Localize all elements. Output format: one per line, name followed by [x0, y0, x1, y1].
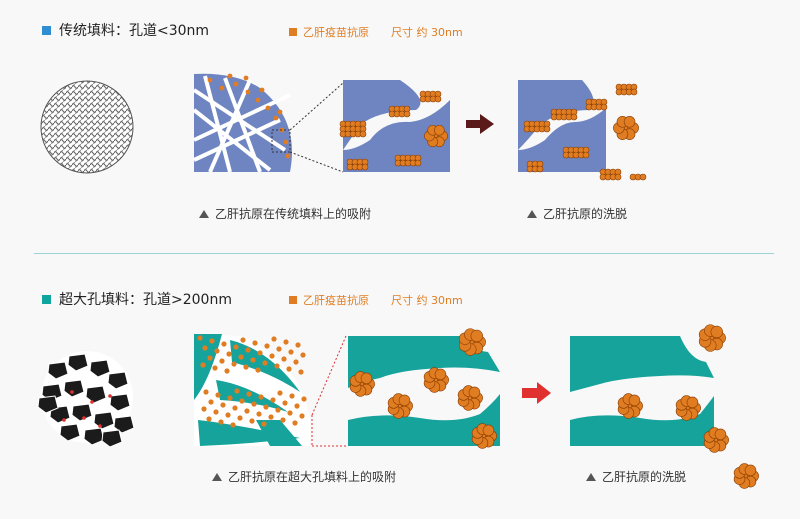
caption-text: 乙肝抗原在传统填料上的吸附: [215, 207, 372, 221]
caption-text: 乙肝抗原在超大孔填料上的吸附: [228, 470, 397, 484]
large-pore-zoomed: [348, 328, 500, 449]
antigen-cluster: [698, 324, 726, 352]
section1-title: 传统填料：孔道<30nm: [42, 20, 209, 40]
triangle-icon: [199, 209, 209, 218]
section-divider: [34, 253, 774, 254]
antigen-legend-icon: [289, 28, 297, 36]
legend-label: 乙肝疫苗抗原: [303, 26, 369, 39]
teal-square-icon: [42, 294, 51, 304]
traditional-zoomed-pore: [339, 80, 450, 172]
antigen-cluster: [458, 328, 486, 356]
triangle-icon: [586, 472, 596, 481]
caption-large-adsorption: 乙肝抗原在超大孔填料上的吸附: [212, 468, 396, 485]
antigen-cluster: [457, 385, 483, 411]
antigen-cluster: [387, 393, 413, 419]
antigen-cluster: [349, 371, 375, 397]
antigen-cluster: [523, 120, 551, 133]
antigen-cluster: [424, 124, 448, 148]
antigen-cluster: [562, 146, 590, 159]
caption-text: 乙肝抗原的洗脱: [543, 207, 628, 221]
antigen-cluster: [526, 160, 544, 173]
antigen-cluster: [617, 393, 643, 419]
caption-text: 乙肝抗原的洗脱: [602, 470, 687, 484]
section2-legend: 乙肝疫苗抗原 尺寸 约 30nm: [289, 292, 463, 308]
traditional-bead: [40, 80, 134, 174]
zoom-box: [271, 129, 291, 153]
section2-title-text: 超大孔填料：孔道>200nm: [59, 292, 232, 308]
section2-title: 超大孔填料：孔道>200nm: [42, 289, 232, 309]
antigen-cluster: [613, 116, 639, 140]
antigen-cluster: [419, 90, 442, 103]
legend-size: 尺寸 约 30nm: [391, 26, 463, 39]
traditional-elution-pore: [518, 80, 647, 181]
antigen-legend-icon: [289, 296, 297, 304]
antigen-cluster: [599, 168, 622, 181]
antigen-cluster: [388, 105, 411, 118]
caption-traditional-elution: 乙肝抗原的洗脱: [527, 205, 627, 222]
antigen-cluster: [346, 158, 369, 171]
antigen-cluster: [629, 173, 647, 181]
triangle-icon: [527, 209, 537, 218]
section1-title-text: 传统填料：孔道<30nm: [59, 23, 210, 39]
antigen-cluster: [394, 154, 422, 167]
blue-square-icon: [42, 25, 51, 35]
legend-label: 乙肝疫苗抗原: [303, 294, 369, 307]
red-arrow-right-icon: [522, 382, 551, 404]
large-pore-fiber-section: [194, 334, 347, 447]
antigen-cluster: [675, 395, 701, 421]
traditional-fiber-section: [192, 73, 344, 173]
caption-large-elution: 乙肝抗原的洗脱: [586, 468, 686, 485]
antigen-cluster: [423, 367, 449, 393]
antigen-cluster: [733, 463, 759, 489]
triangle-icon: [212, 472, 222, 481]
large-pore-bead: [37, 351, 135, 448]
antigen-cluster: [585, 98, 608, 111]
arrow-right-icon: [466, 114, 494, 134]
antigen-cluster: [615, 83, 638, 96]
antigen-cluster: [703, 427, 729, 453]
caption-traditional-adsorption: 乙肝抗原在传统填料上的吸附: [199, 205, 371, 222]
antigen-cluster: [471, 423, 497, 449]
antigen-cluster: [550, 108, 578, 121]
legend-size: 尺寸 约 30nm: [391, 294, 463, 307]
antigen-cluster: [339, 120, 367, 138]
large-pore-elution: [570, 324, 759, 489]
section1-legend: 乙肝疫苗抗原 尺寸 约 30nm: [289, 24, 463, 40]
